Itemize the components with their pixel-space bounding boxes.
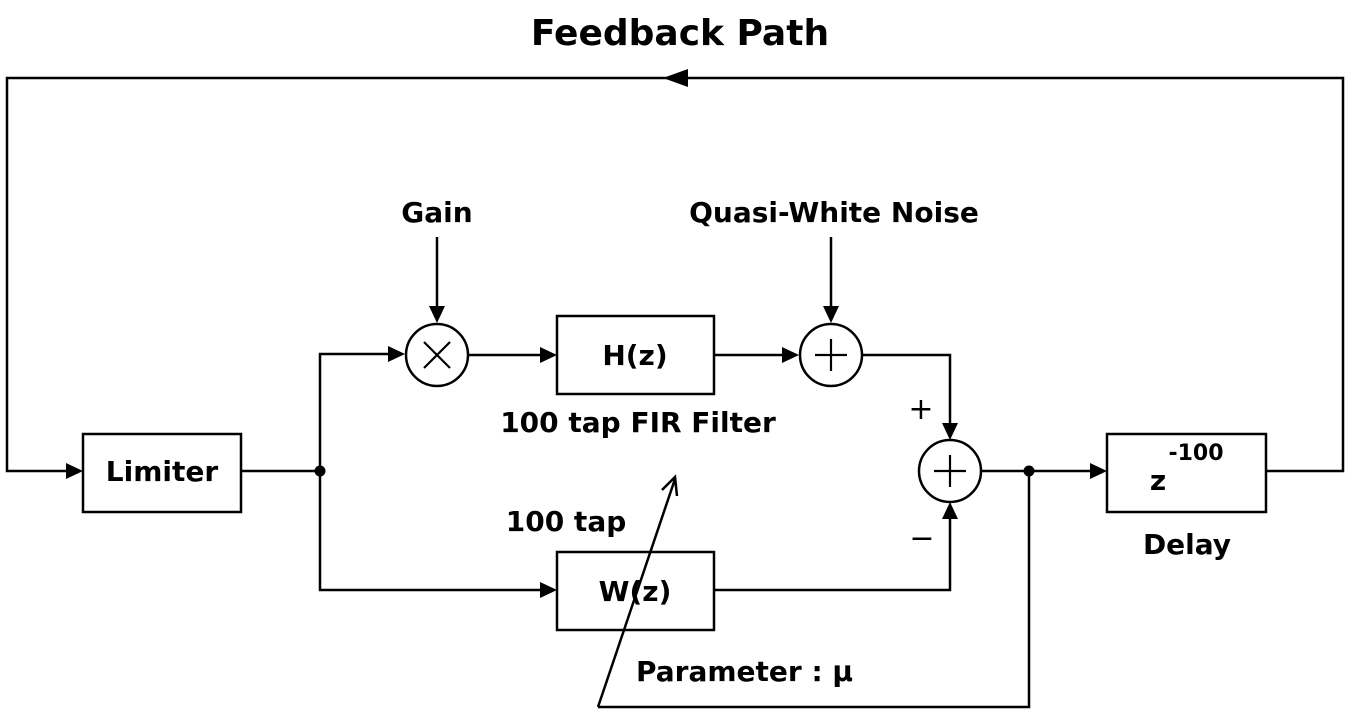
limiter-label: Limiter [106,455,219,488]
adder-to-sum-line [862,353,952,423]
noise-label: Quasi-White Noise [689,196,979,229]
noise-adder-input-arrowhead [782,347,799,363]
w-filter-block [555,550,716,632]
h-input-arrowhead [540,347,557,363]
multiplier-cross-b [423,341,451,369]
sum-minus-arrowhead [942,502,958,519]
delay-base-label: z [1150,464,1166,497]
noise-arrowhead [823,306,839,323]
w-filter-label: W(z) [599,575,672,608]
h-filter-label: H(z) [602,339,667,372]
gain-label: Gain [401,196,472,229]
sum-plus-arrowhead [942,423,958,440]
adaptation-arrow-line [596,478,677,708]
gain-arrowhead [429,306,445,323]
w-filter-taps-caption: 100 tap [506,505,627,538]
minus-sign-label: − [909,521,934,556]
delay-caption: Delay [1143,528,1231,561]
parameter-label: Parameter : μ [636,655,853,688]
delay-input-arrowhead [1090,463,1107,479]
error-feedback-line [598,471,1031,709]
w-to-sum-line [714,519,952,592]
lower-branch-line [318,471,540,592]
adaptation-arrowhead [661,474,679,497]
h-filter-block [555,314,716,396]
upper-branch-line [318,352,388,471]
delay-block [1105,432,1268,514]
plus-sign-label: + [908,392,933,427]
h-filter-caption: 100 tap FIR Filter [500,406,776,439]
delay-exponent-label: -100 [1168,441,1223,466]
diagram-title: Feedback Path [531,13,829,54]
limiter-input-arrowhead [66,463,83,479]
feedback-arrowhead [663,69,688,87]
limiter-block [81,432,243,514]
w-input-arrowhead [540,582,557,598]
multiplier-input-arrowhead [388,346,405,362]
